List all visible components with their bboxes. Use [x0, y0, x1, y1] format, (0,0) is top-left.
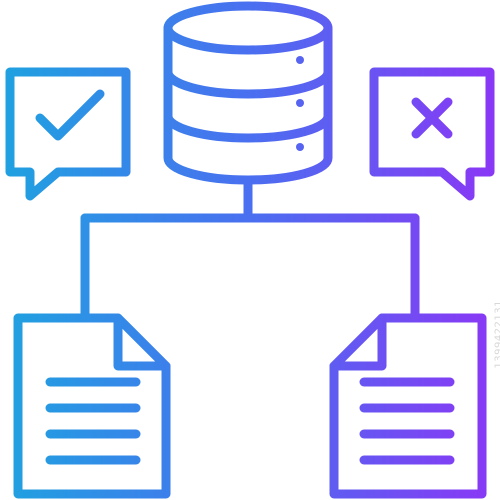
x-mark-icon: [411, 97, 453, 139]
checkmark-speech-bubble-icon: [5, 67, 131, 201]
database-icon: [163, 1, 333, 185]
database-indicator-dot: [296, 143, 304, 151]
database-indicator-dot: [296, 56, 304, 64]
connector-lines: [80, 177, 420, 323]
page-fold: [329, 313, 387, 371]
right-document-icon: [329, 313, 487, 499]
left-document-icon: [13, 313, 171, 499]
page-fold: [113, 313, 171, 371]
watermark-id: 1399422131: [494, 300, 500, 369]
x-mark-speech-bubble-icon: [369, 67, 495, 201]
checkmark-icon: [35, 89, 105, 141]
database-indicator-dot: [296, 99, 304, 107]
